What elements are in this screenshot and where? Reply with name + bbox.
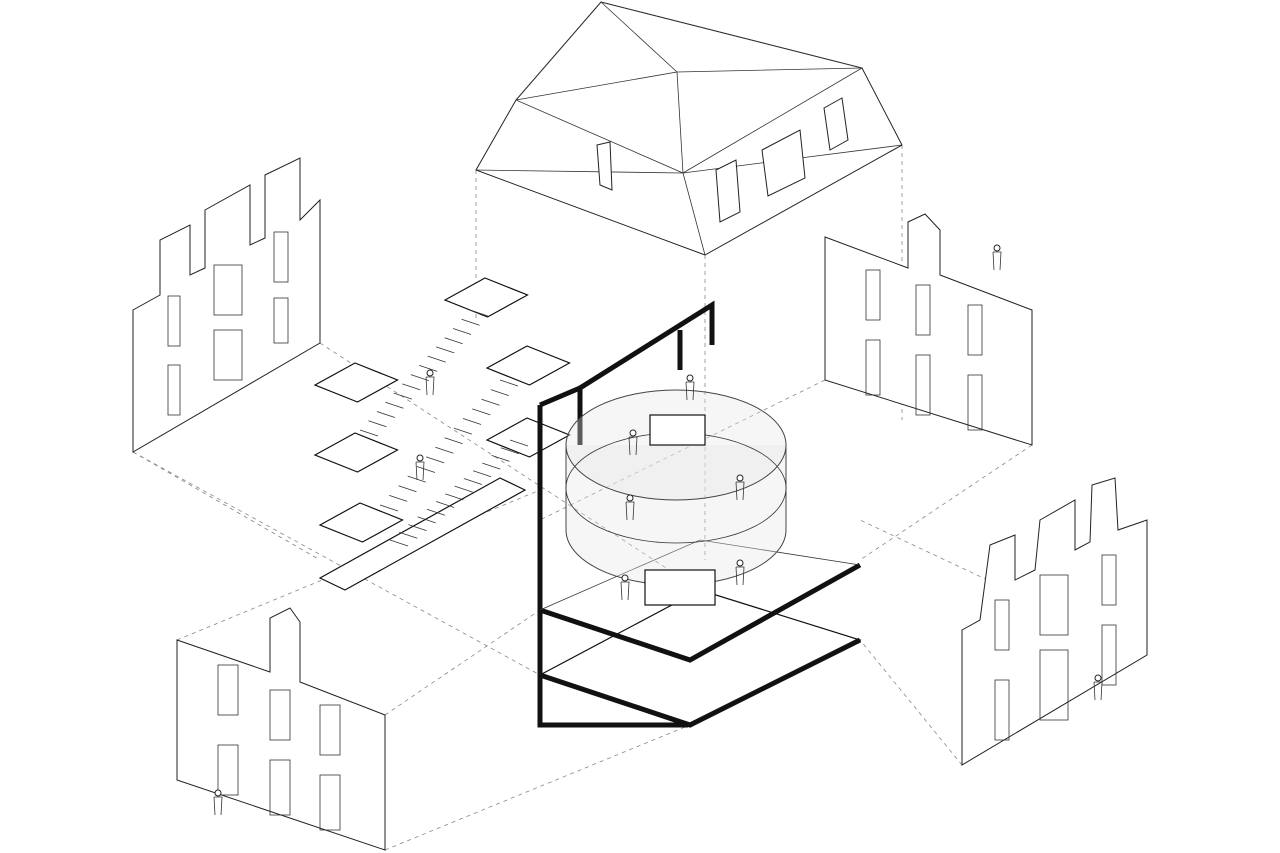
stair-step (385, 401, 404, 409)
person-figure (415, 454, 425, 481)
stair-step (368, 420, 387, 428)
counter (644, 569, 716, 606)
stair-step (499, 379, 519, 387)
person-figure (620, 574, 630, 601)
person-figure (628, 429, 638, 456)
guide-line (132, 451, 541, 676)
person-figure (992, 244, 1002, 271)
cylindrical-volume (565, 389, 787, 606)
dormer-window (596, 141, 613, 191)
floor-slab (313, 432, 399, 473)
stair-step (402, 383, 421, 391)
stair-step (469, 309, 489, 317)
person-figure (685, 374, 695, 401)
floor-slab (485, 345, 571, 386)
stair-step (417, 516, 436, 524)
stair-step (408, 524, 427, 531)
guide-line (859, 444, 1033, 561)
stair-step (379, 504, 399, 512)
guide-line (176, 489, 541, 641)
stair-step (426, 456, 445, 464)
person-figure (735, 474, 745, 501)
person-figure (213, 789, 223, 816)
stair-step (462, 418, 482, 425)
dormer-window (715, 159, 741, 223)
facade-north-east (824, 213, 1033, 446)
floor-slab (485, 417, 571, 458)
stair-step (500, 447, 519, 455)
guide-line (859, 639, 963, 766)
stair-step (389, 495, 408, 502)
floor-slab (443, 277, 529, 318)
stair-step (461, 318, 480, 326)
table (649, 414, 706, 446)
stair-slabs (313, 277, 571, 591)
person-figure (735, 559, 745, 586)
stair-step (376, 411, 396, 418)
stair-step (426, 508, 446, 516)
stair-step (427, 355, 446, 363)
stair-step (509, 439, 529, 447)
guide-line (539, 379, 826, 521)
stair-step (436, 346, 455, 354)
stair-step (453, 427, 472, 435)
guide-line (859, 519, 1148, 656)
stair-step (419, 365, 438, 372)
stair-step (444, 437, 463, 445)
stair-step (463, 478, 482, 485)
stair-step (445, 493, 464, 501)
people-figures (213, 244, 1103, 816)
stair-step (435, 446, 454, 454)
stair-step (398, 485, 417, 493)
stair-step (472, 408, 491, 416)
stair-step (416, 466, 436, 473)
stair-step (490, 389, 509, 396)
facade-south-east (961, 477, 1148, 766)
person-figure (625, 494, 635, 521)
stair-step (482, 462, 501, 470)
stair-step (444, 337, 463, 345)
stair-step (436, 501, 455, 508)
facade-south-west (176, 607, 386, 851)
stair-step (452, 328, 472, 335)
floor-slab (313, 362, 399, 403)
floor-slab (318, 502, 404, 543)
stair-step (359, 429, 379, 437)
stair-step (472, 470, 492, 478)
person-figure (425, 369, 435, 396)
core-structure (537, 300, 862, 728)
roof (475, 1, 903, 256)
guide-line (384, 724, 691, 851)
person-figure (1093, 674, 1103, 701)
stair-step (393, 392, 412, 400)
facade-north-west (132, 157, 321, 453)
stair-step (481, 398, 500, 406)
stair-step (454, 485, 473, 493)
guide-line (384, 609, 541, 716)
stair-step (399, 531, 418, 539)
stair-step (491, 455, 510, 462)
dormer-window (761, 129, 806, 197)
floor-slab (318, 477, 527, 591)
guide-line (132, 451, 321, 561)
stair-step (389, 539, 409, 547)
dormer-window (823, 97, 849, 151)
